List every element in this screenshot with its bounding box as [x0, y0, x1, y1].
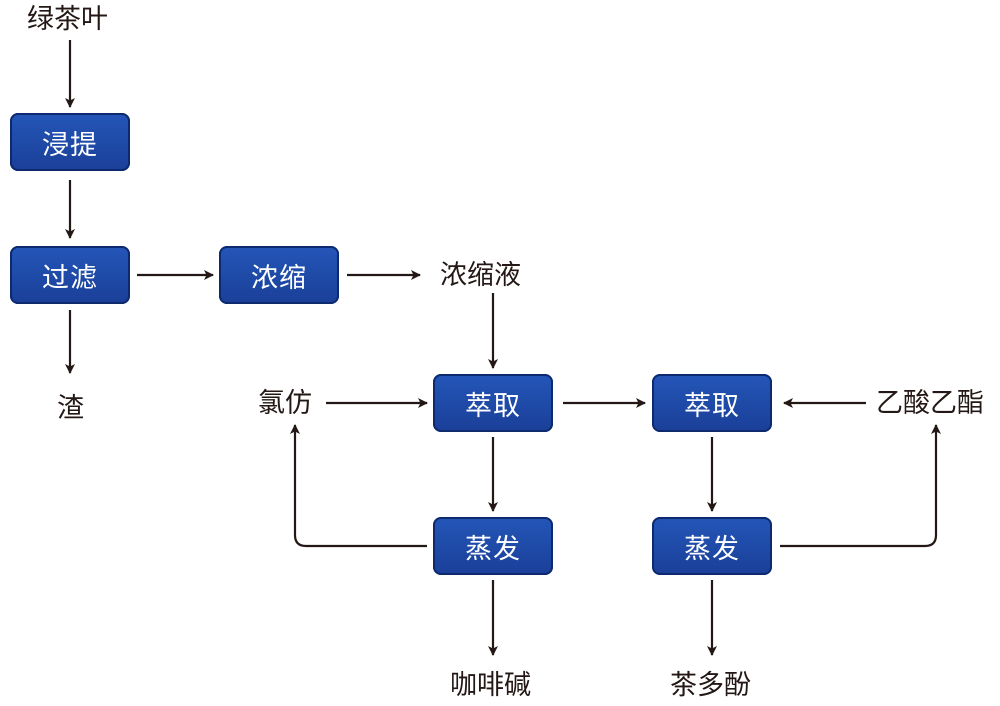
process-box-concentrate: 浓缩 [219, 246, 339, 304]
arrow-evaporate1-recycle-chloroform [290, 424, 427, 548]
process-box-extract-2: 萃取 [652, 374, 772, 432]
process-label-filter: 过滤 [42, 262, 98, 294]
process-box-filter: 过滤 [10, 246, 130, 304]
process-box-extract-1: 萃取 [433, 374, 553, 432]
process-box-leach: 浸提 [10, 113, 130, 171]
process-label-evaporate-1: 蒸发 [465, 533, 521, 565]
process-box-evaporate-1: 蒸发 [433, 517, 553, 575]
process-label-leach: 浸提 [42, 129, 98, 161]
node-tea-polyphenol: 茶多酚 [670, 670, 751, 701]
process-box-evaporate-2: 蒸发 [652, 517, 772, 575]
node-green-tea: 绿茶叶 [27, 4, 108, 35]
process-label-extract-1: 萃取 [465, 390, 521, 422]
process-label-evaporate-2: 蒸发 [684, 533, 740, 565]
node-residue: 渣 [57, 393, 84, 424]
node-caffeine: 咖啡碱 [450, 670, 531, 701]
node-chloroform: 氯仿 [258, 388, 312, 419]
node-ethyl-acetate: 乙酸乙酯 [876, 388, 984, 419]
process-label-concentrate: 浓缩 [251, 262, 307, 294]
node-concentrate-liquid: 浓缩液 [440, 260, 521, 291]
process-label-extract-2: 萃取 [684, 390, 740, 422]
arrow-evaporate2-recycle-ethylacetate [780, 424, 941, 548]
